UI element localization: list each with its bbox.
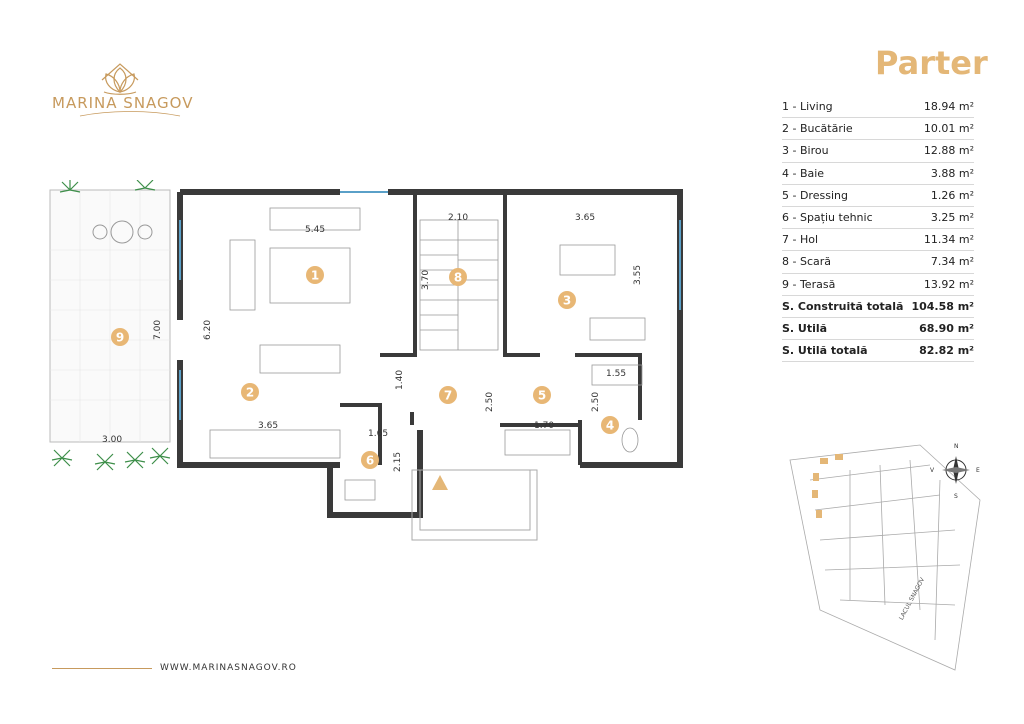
- entrance-steps: [411, 469, 538, 541]
- svg-text:S: S: [954, 493, 958, 500]
- svg-text:8: 8: [454, 271, 462, 285]
- legend-room-label: 1 - Living: [782, 100, 833, 114]
- furniture: [209, 207, 646, 501]
- legend-total-label: S. Utilă: [782, 321, 828, 335]
- legend-total-row: S. Utilă 68.90 m²: [782, 318, 974, 341]
- dim-dressing-width: 1.70: [534, 421, 554, 431]
- brand-name: MARINA SNAGOV: [52, 94, 194, 112]
- svg-text:5: 5: [538, 389, 546, 403]
- svg-text:6: 6: [366, 454, 374, 468]
- legend-room-label: 5 - Dressing: [782, 188, 848, 202]
- legend-room-area: 10.01 m²: [923, 122, 974, 136]
- legend-room-area: 3.25 m²: [930, 211, 974, 225]
- legend-room-area: 12.88 m²: [923, 144, 974, 158]
- dim-bath-width: 1.55: [606, 369, 626, 379]
- legend-room-area: 1.26 m²: [930, 188, 974, 202]
- compass-icon: N S E V: [930, 443, 980, 500]
- legend-row: 8 - Scară 7.34 m²: [782, 251, 974, 274]
- window-icon: [179, 191, 681, 420]
- legend-total-label: S. Utilă totală: [782, 344, 868, 358]
- svg-text:N: N: [954, 443, 959, 450]
- floor-title: Parter: [875, 44, 988, 82]
- entrance-arrow-icon: [432, 475, 448, 490]
- legend-room-area: 18.94 m²: [923, 100, 974, 114]
- dim-hall-width: 2.50: [485, 392, 495, 412]
- footer-divider: [52, 668, 152, 669]
- legend-total-area: 104.58 m²: [911, 299, 974, 313]
- svg-text:3: 3: [563, 294, 571, 308]
- stairs: [419, 219, 499, 351]
- svg-text:E: E: [976, 467, 980, 474]
- legend-room-label: 6 - Spațiu tehnic: [782, 211, 873, 225]
- legend-room-label: 7 - Hol: [782, 233, 819, 247]
- legend-room-area: 3.88 m²: [930, 166, 974, 180]
- legend-total-area: 68.90 m²: [919, 321, 974, 335]
- legend-row: 9 - Terasă 13.92 m²: [782, 274, 974, 296]
- dim-kitchen-width: 3.65: [258, 421, 278, 431]
- dim-living-height: 6.20: [203, 320, 213, 340]
- svg-text:2: 2: [246, 386, 254, 400]
- legend-room-label: 2 - Bucătărie: [782, 122, 853, 136]
- dim-stair-height: 3.70: [421, 270, 431, 290]
- legend-room-label: 9 - Terasă: [782, 277, 836, 291]
- legend-row: 3 - Birou 12.88 m²: [782, 140, 974, 163]
- legend-row: 6 - Spațiu tehnic 3.25 m²: [782, 207, 974, 230]
- legend-row: 5 - Dressing 1.26 m²: [782, 185, 974, 207]
- interior-walls: [340, 192, 642, 465]
- room-marker-3: 3: [558, 291, 576, 309]
- legend-total-label: S. Construită totală: [782, 299, 904, 313]
- room-marker-1: 1: [306, 266, 324, 284]
- room-marker-7: 7: [439, 386, 457, 404]
- terrace: [49, 189, 171, 443]
- dim-tech-width: 1.65: [368, 429, 388, 439]
- legend-total-area: 82.82 m²: [919, 344, 974, 358]
- room-marker-2: 2: [241, 383, 259, 401]
- legend-row: 7 - Hol 11.34 m²: [782, 229, 974, 252]
- dim-stair-width: 2.10: [448, 213, 468, 223]
- dim-terrace-height: 7.00: [153, 320, 163, 340]
- dim-terrace-width: 3.00: [102, 435, 122, 445]
- floor-plan: 5.45 6.20 3.65 7.00 3.00 2.10 3.70 3.65 …: [49, 180, 683, 541]
- dim-tech-height: 2.15: [393, 452, 403, 472]
- svg-text:9: 9: [116, 331, 124, 345]
- brand-logo-icon: [79, 63, 181, 117]
- legend-row: 1 - Living 18.94 m²: [782, 96, 974, 119]
- room-marker-5: 5: [533, 386, 551, 404]
- site-map: [789, 444, 981, 671]
- website-link[interactable]: WWW.MARINASNAGOV.RO: [160, 663, 297, 673]
- legend-room-label: 4 - Baie: [782, 166, 825, 180]
- room-marker-6: 6: [361, 451, 379, 469]
- legend-total-row: S. Construită totală 104.58 m²: [782, 296, 974, 318]
- legend-row: 2 - Bucătărie 10.01 m²: [782, 118, 974, 141]
- dim-office-width: 3.65: [575, 213, 595, 223]
- svg-text:1: 1: [311, 269, 319, 283]
- svg-text:7: 7: [444, 389, 452, 403]
- legend-room-label: 3 - Birou: [782, 144, 829, 158]
- area-legend: 1 - Living 18.94 m² 2 - Bucătărie 10.01 m² 3…: [782, 96, 974, 363]
- legend-room-label: 8 - Scară: [782, 255, 831, 269]
- legend-room-area: 7.34 m²: [930, 255, 974, 269]
- plant-icon: [51, 180, 171, 471]
- dim-bath-height: 2.50: [591, 392, 601, 412]
- dim-living-width: 5.45: [305, 225, 325, 235]
- legend-total-row: S. Utilă totală 82.82 m²: [782, 340, 974, 363]
- svg-text:V: V: [930, 467, 935, 474]
- dim-office-height: 3.55: [633, 265, 643, 285]
- room-marker-8: 8: [449, 268, 467, 286]
- room-marker-9: 9: [111, 328, 129, 346]
- dim-hall-height: 1.40: [395, 370, 405, 390]
- legend-room-area: 13.92 m²: [923, 277, 974, 291]
- legend-room-area: 11.34 m²: [923, 233, 974, 247]
- legend-row: 4 - Baie 3.88 m²: [782, 163, 974, 185]
- room-marker-4: 4: [601, 416, 619, 434]
- svg-text:4: 4: [606, 419, 614, 433]
